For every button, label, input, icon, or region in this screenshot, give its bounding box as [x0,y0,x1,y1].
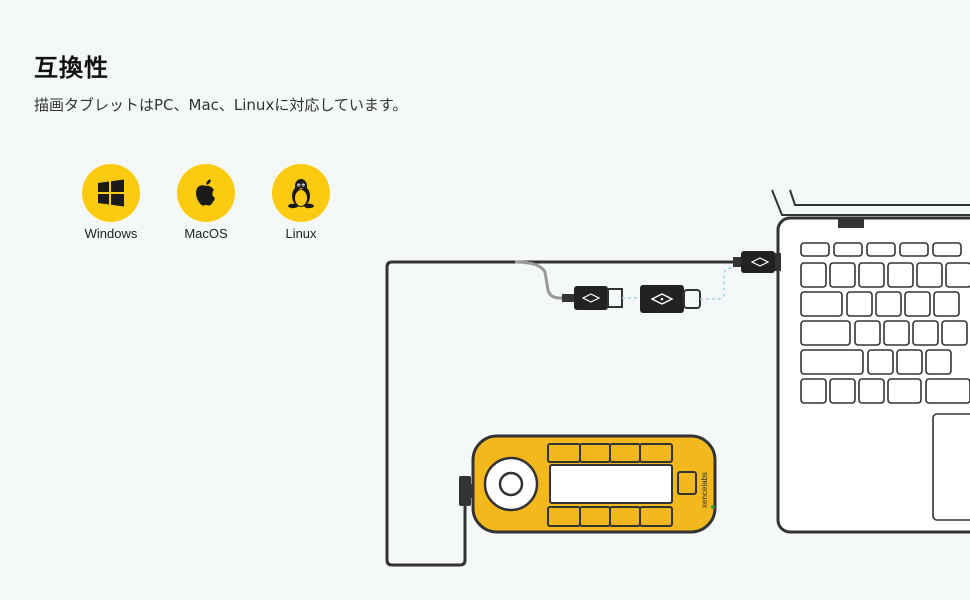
windows-logo-icon [82,164,140,222]
tablet-brand-text: xencelabs [700,472,709,508]
usb-a-plug [562,286,623,310]
apple-logo-icon [177,164,235,222]
laptop-illustration [771,189,970,534]
os-item-windows: Windows [63,164,159,241]
tablet-device: xencelabs [471,434,717,534]
tablet-display [549,464,673,504]
os-label-macos: MacOS [184,226,228,241]
os-item-linux: Linux [253,164,349,241]
linux-tux-icon [272,164,330,222]
connection-guide-line [700,267,733,300]
laptop-usb-plug [733,251,781,273]
laptop-keyboard [800,242,970,521]
secondary-cable [514,260,578,300]
page-subtitle: 描画タブレットはPC、Mac、Linuxに対応しています。 [34,96,408,114]
usb-cable [385,260,735,567]
tablet-usb-connector [459,476,471,506]
os-label-windows: Windows [84,226,138,241]
os-item-macos: MacOS [158,164,254,241]
page-title: 互換性 [34,54,109,82]
usb-c-adapter [640,285,701,313]
os-label-linux: Linux [285,226,317,241]
